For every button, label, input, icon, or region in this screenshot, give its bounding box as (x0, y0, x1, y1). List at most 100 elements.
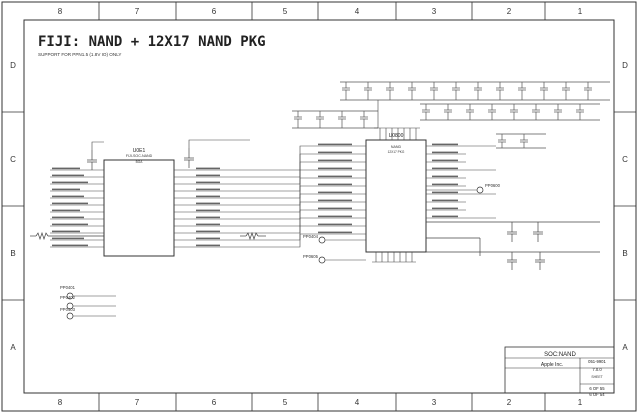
test-point-marker (66, 312, 74, 320)
test-point-marker (318, 236, 326, 244)
soc-chip: U0E1 FIJI-SOC-NAND BGA (103, 148, 175, 257)
net-label-mark (52, 195, 84, 198)
net-label-mark (196, 244, 220, 247)
grid-row-label: C (10, 155, 16, 164)
grid-column-ticks (98, 2, 546, 411)
resistor-left (30, 231, 104, 241)
grid-col-label: 5 (283, 398, 288, 407)
decoupling-capacitor (498, 134, 506, 148)
decoupling-cap-bank-top (292, 81, 610, 149)
title-block-revision: 7.0.0 (592, 367, 602, 372)
grid-col-label: 5 (283, 7, 288, 16)
nand-bottom-pins (372, 252, 416, 263)
grid-col-label: 8 (58, 398, 63, 407)
net-label-mark (196, 174, 220, 177)
title-block-company: Apple Inc. (541, 362, 563, 368)
net-label-mark (52, 202, 88, 205)
test-point-marker (476, 186, 484, 194)
net-label-mark (432, 159, 458, 162)
net-label-mark (318, 151, 352, 154)
test-point-label: PP0600 (485, 183, 501, 188)
grid-col-label: 4 (355, 7, 360, 16)
net-label-mark (196, 188, 220, 191)
net-label-mark (52, 188, 80, 191)
soc-nand-net (270, 145, 366, 171)
grid-col-label: 6 (212, 7, 217, 16)
right-side-components (426, 221, 600, 270)
page-title: FIJI: NAND + 12X17 NAND PKG (38, 34, 266, 50)
sheet-inner-border (23, 19, 615, 394)
net-label-mark (318, 223, 352, 226)
soc-chip-ref: U0E1 (133, 148, 146, 154)
net-label-mark (52, 237, 84, 240)
net-label-mark (432, 199, 458, 202)
soc-nand-net (270, 217, 366, 234)
grid-col-label: 3 (432, 7, 437, 16)
net-label-mark (432, 207, 458, 210)
net-label-mark (432, 143, 458, 146)
decoupling-capacitor (540, 82, 548, 100)
soc-chip-body (103, 159, 175, 257)
net-label-mark (318, 159, 352, 162)
net-label-mark (318, 175, 352, 178)
decoupling-capacitor (496, 82, 504, 100)
net-label-mark (52, 167, 80, 170)
decoupling-capacitor (488, 104, 496, 120)
nand-chip-ref: U0800 (389, 133, 404, 139)
page-subtitle: SUPPORT FOR PPN1.5 (1.8V IO) ONLY (38, 52, 121, 57)
grid-col-label: 4 (355, 398, 360, 407)
grid-col-label: 8 (58, 7, 63, 16)
title-block: SOC:NAND Apple Inc. 051-9901 7.0.0 SHEET… (504, 346, 615, 397)
soc-nand-net (270, 233, 366, 248)
net-label-mark (52, 216, 84, 219)
net-label-mark (432, 183, 458, 186)
soc-nand-net (270, 161, 366, 185)
soc-nand-net (270, 177, 366, 199)
decoupling-capacitor (562, 82, 570, 100)
decoupling-capacitor (408, 82, 416, 100)
grid-row-label: D (10, 61, 16, 70)
grid-row-label: D (622, 61, 628, 70)
title-block-sheet-b: 6 OF 54 (589, 392, 605, 397)
grid-col-label: 1 (578, 398, 583, 407)
net-label-mark (52, 223, 88, 226)
decoupling-capacitor (452, 82, 460, 100)
supply-feed (188, 139, 250, 148)
decoupling-capacitor (430, 82, 438, 100)
net-label-mark (432, 191, 458, 194)
net-label-mark (52, 209, 80, 212)
nand-top-pins (374, 127, 420, 140)
soc-nand-net (270, 153, 366, 178)
nand-chip: U0800 NAND 12X17 PKG (365, 133, 427, 253)
grid-row-ticks (2, 111, 636, 301)
decoupling-capacitor (364, 82, 372, 100)
decoupling-capacitor (576, 104, 584, 120)
net-label-mark (196, 202, 220, 205)
net-label-mark (318, 191, 352, 194)
net-label-mark (52, 244, 88, 247)
decoupling-capacitor (444, 104, 452, 120)
nand-chip-package: 12X17 PKG (388, 150, 405, 154)
soc-chip-label: FIJI-SOC-NAND (126, 154, 153, 158)
net-label-mark (196, 223, 220, 226)
capacitor-soc-top (87, 148, 194, 170)
decoupling-capacitor (584, 82, 592, 100)
grid-col-label: 6 (212, 398, 217, 407)
title-block-drawing-number: 051-9901 (588, 359, 606, 364)
net-label-mark (318, 207, 352, 210)
signal-wires (50, 100, 496, 248)
net-label-marks (52, 143, 458, 247)
net-label-mark (432, 151, 458, 154)
test-point-marker (318, 256, 326, 264)
title-block-page-name: SOC:NAND (544, 352, 576, 358)
soc-nand-net (270, 169, 366, 192)
net-label-mark (318, 231, 352, 234)
decoupling-capacitor (510, 104, 518, 120)
net-label-mark (318, 199, 352, 202)
decoupling-capacitor (474, 82, 482, 100)
soc-chip-package: BGA (136, 160, 144, 164)
decoupling-capacitor (422, 104, 430, 120)
title-block-sheet-a: 6 OF 55 (589, 386, 605, 391)
net-label-mark (52, 230, 80, 233)
